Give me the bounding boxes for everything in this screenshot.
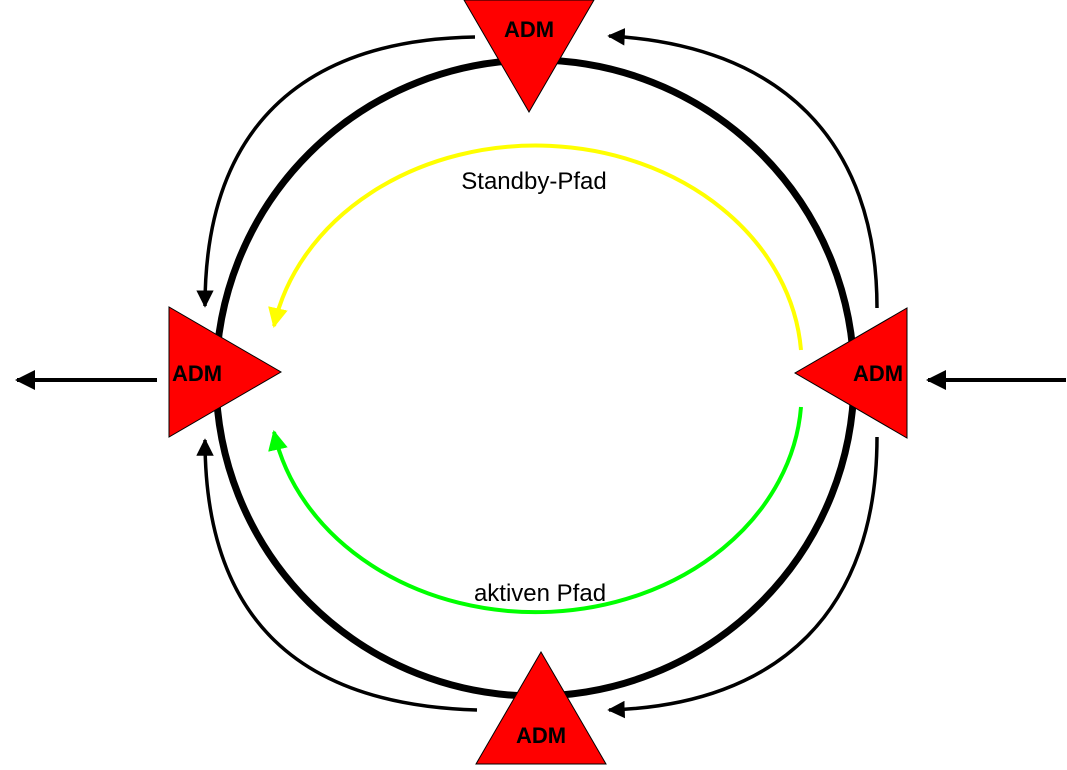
- standby-path-arc: [268, 143, 803, 351]
- adm-node-bottom: ADM: [475, 651, 607, 765]
- adm-node-left-label: ADM: [172, 361, 222, 386]
- adm-node-top-triangle: [463, 0, 595, 113]
- adm-node-right-label: ADM: [853, 361, 903, 386]
- adm-node-top: ADM: [463, 0, 595, 113]
- adm-node-top-label: ADM: [504, 17, 554, 42]
- adm-node-left: ADM: [168, 306, 282, 438]
- standby-path-label: Standby-Pfad: [461, 168, 606, 195]
- active-path-arc: [268, 406, 803, 615]
- adm-node-left-triangle: [168, 306, 282, 438]
- adm-node-bottom-triangle: [475, 651, 607, 765]
- arc-arrow-right-to-bottom: [607, 436, 879, 719]
- arc-arrow-top-to-left: [196, 35, 476, 308]
- adm-node-right: ADM: [794, 307, 908, 439]
- active-path-label: aktiven Pfad: [474, 580, 606, 607]
- adm-node-right-triangle: [794, 307, 908, 439]
- arc-arrow-right-to-top: [607, 28, 879, 309]
- arc-arrow-bottom-to-left: [196, 438, 478, 712]
- adm-node-bottom-label: ADM: [516, 723, 566, 748]
